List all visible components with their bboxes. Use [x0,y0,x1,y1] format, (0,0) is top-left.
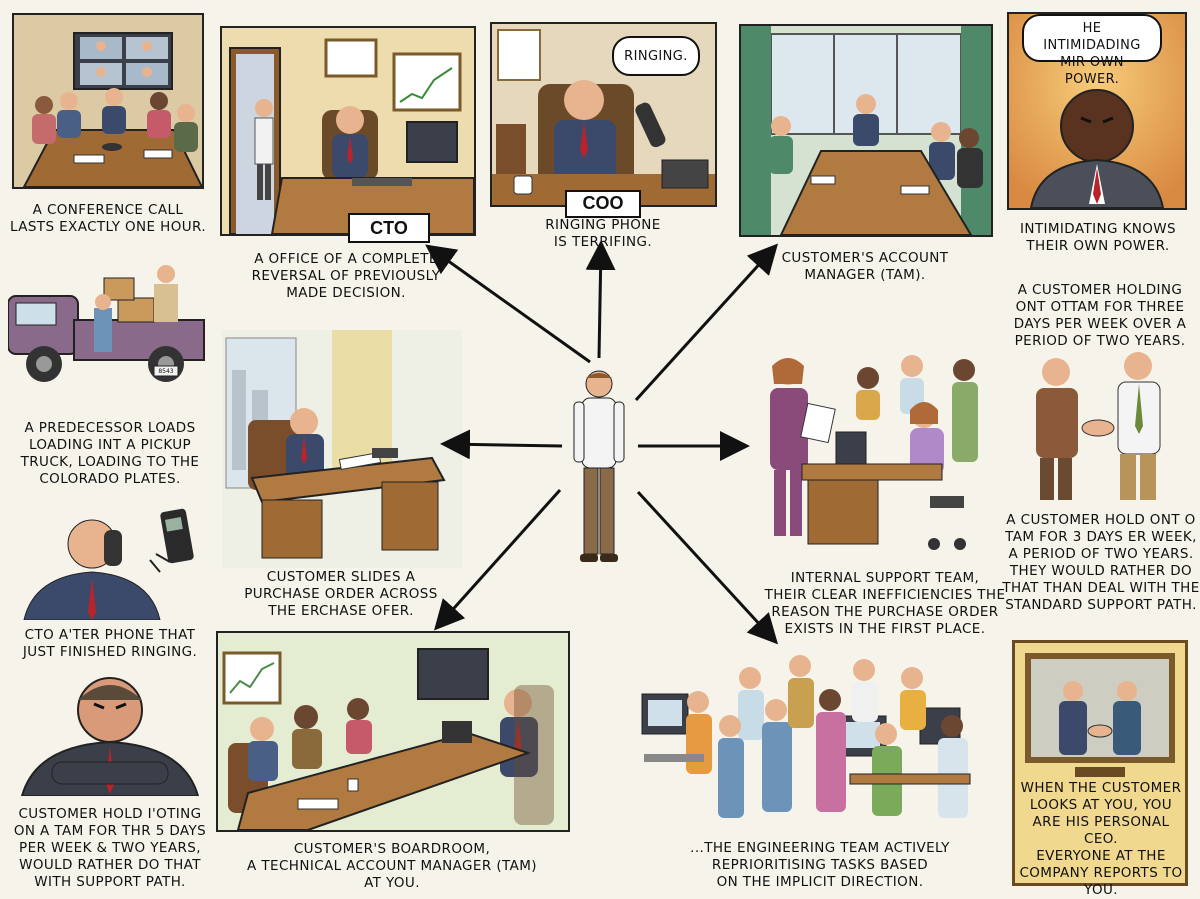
engineering-team-illustration [640,644,996,832]
purchase-order-illustration [222,330,462,568]
speech-bubble-intimidator: HE INTIMIDADING MIR OWN POWER. [1022,14,1162,87]
caption-predecessor: A PREDECESSOR LOADS LOADING INT A PICKUP… [20,420,200,487]
caption-purchase-order: CUSTOMER SLIDES A PURCHASE ORDER ACROSS … [244,569,438,619]
arrow-to-cto [425,244,591,364]
boardroom-illustration [218,633,568,830]
panel-conference-call [12,13,204,189]
caption-account-manager: CUSTOMER'S ACCOUNT MANAGER (TAM). [781,250,949,283]
truck-plate: 8543 [158,368,174,375]
center-person [566,368,632,564]
cto-label: CTO [348,213,430,243]
arrow-to-coo [585,240,616,359]
caption-conference-call: A CONFERENCE CALL LASTS EXACTLY ONE HOUR… [9,202,207,235]
personal-ceo-illustration [1015,643,1185,883]
caption-customer-hold-voting: CUSTOMER HOLD I'OTING ON A TAM FOR THR 5… [13,806,207,890]
arrow-to-account-manager [634,243,779,402]
caption-boardroom: CUSTOMER'S BOARDROOM, A TECHNICAL ACCOUN… [247,841,537,891]
caption-cto-office: A OFFICE OF A COMPLETE REVERSAL OF PREVI… [251,251,441,301]
caption-engineering: ...THE ENGINEERING TEAM ACTIVELY REPRIOR… [690,840,950,890]
panel-personal-ceo [1012,640,1188,886]
arrow-to-engineering [636,490,779,645]
cto-phone-illustration [10,500,210,620]
panel-account-manager [739,24,993,237]
caption-internal-support: INTERNAL SUPPORT TEAM, THEIR CLEAR INEFF… [764,570,1006,637]
pickup-truck-illustration [8,248,208,398]
caption-intimidating: INTIMIDATING KNOWS THEIR OWN POWER. [1019,221,1177,254]
arrow-to-boardroom [433,488,562,631]
coo-label: COO [565,190,641,218]
account-manager-illustration [741,26,991,235]
caption-customer-hold: A CUSTOMER HOLD ONT O TAM FOR 3 DAYS ER … [1002,512,1200,613]
conference-call-illustration [14,15,202,187]
arrow-to-purchase-order [440,429,563,460]
internal-support-illustration [754,344,1004,566]
caption-customer-holding: A CUSTOMER HOLDING ONT OTTAM FOR THREE D… [1013,282,1187,349]
angry-customer-illustration [12,666,208,796]
caption-personal-ceo: WHEN THE CUSTOMER LOOKS AT YOU, YOU ARE … [1019,780,1183,898]
panel-boardroom [216,631,570,832]
caption-cto-phone: CTO A'TER PHONE THAT JUST FINISHED RINGI… [22,627,198,660]
panel-coo-phone [490,22,717,207]
speech-bubble-ringing: RINGING. [612,36,700,76]
handshake-illustration [1010,346,1196,504]
